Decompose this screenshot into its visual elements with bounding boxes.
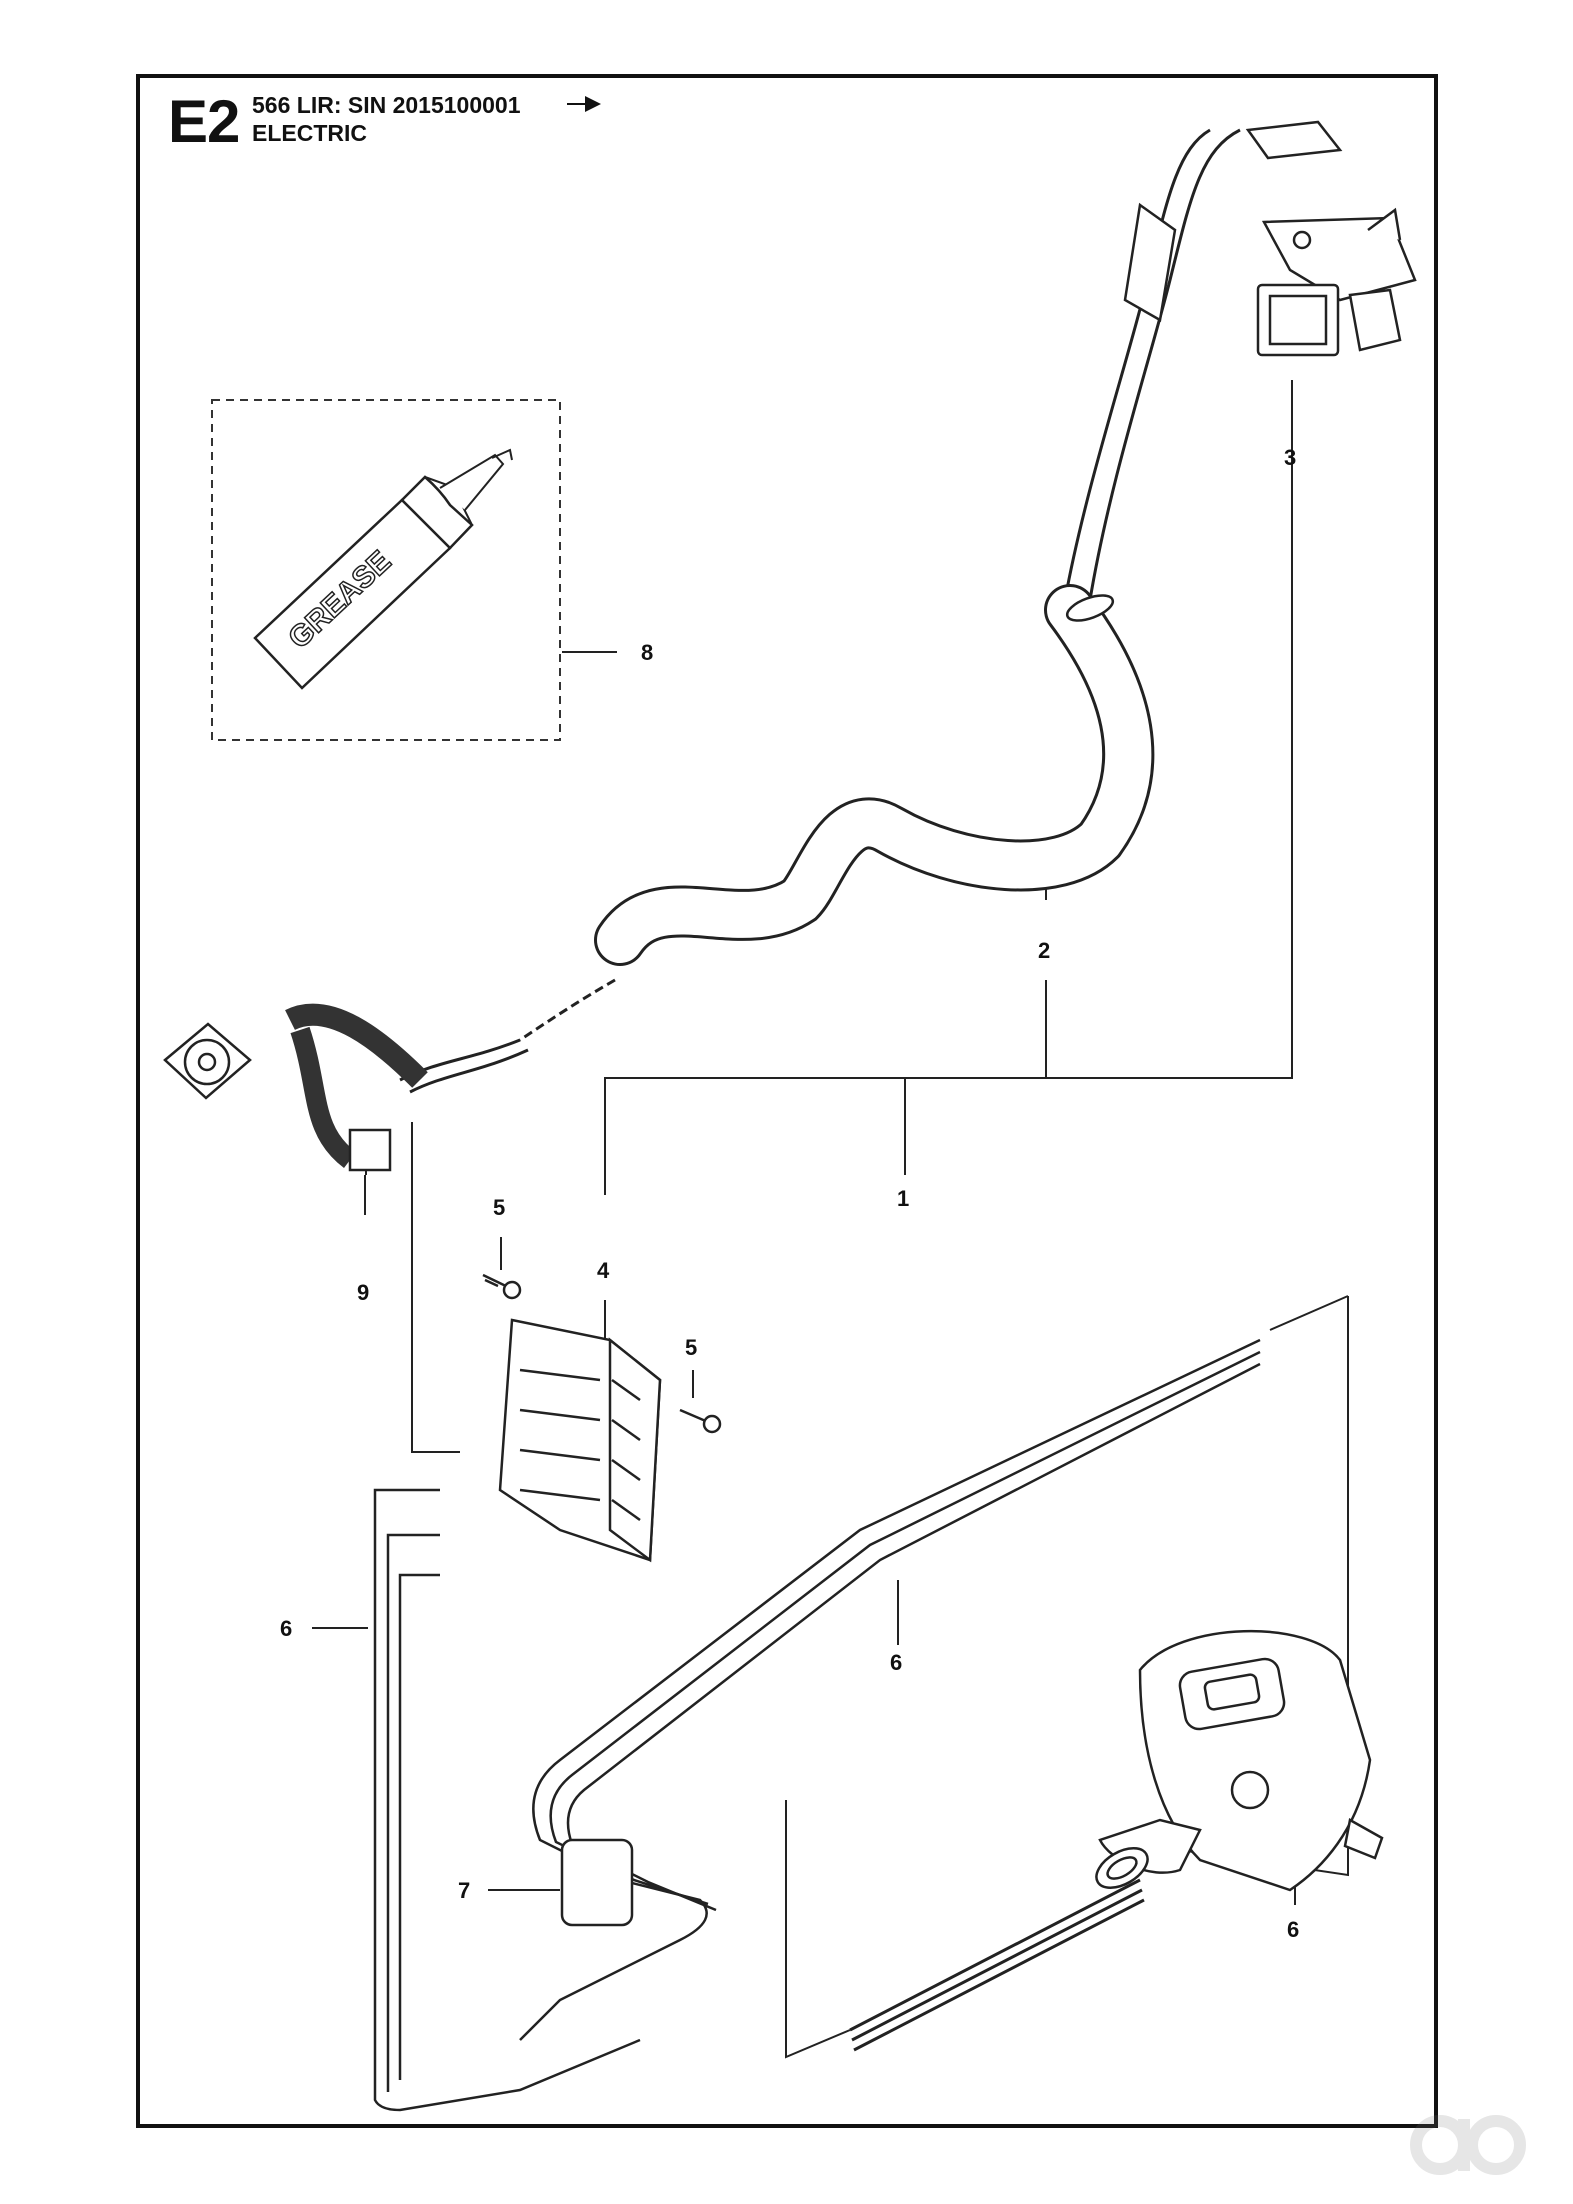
callout-3: 3 xyxy=(1284,445,1296,470)
callout-7: 7 xyxy=(458,1878,470,1903)
callout-1: 1 xyxy=(897,1186,909,1211)
leader-lines xyxy=(312,380,1349,2059)
motor-head-part xyxy=(1095,1630,1384,1892)
model-serial-line: 566 LIR: SIN 2015100001 xyxy=(252,92,521,118)
callout-6-middle: 6 xyxy=(890,1650,902,1675)
brand-logo-icon xyxy=(1410,2115,1526,2175)
arrow-right-icon xyxy=(567,96,601,112)
section-title: ELECTRIC xyxy=(252,120,367,146)
callout-4: 4 xyxy=(597,1258,610,1283)
section-code: E2 xyxy=(168,88,240,155)
lead-wires-part xyxy=(373,1338,1261,2112)
callout-labels: 1 2 3 4 5 5 6 6 6 7 8 9 xyxy=(280,445,1299,1942)
callout-2: 2 xyxy=(1038,938,1050,963)
callout-6-left: 6 xyxy=(280,1616,292,1641)
callout-5-right: 5 xyxy=(685,1335,697,1360)
diagram-frame xyxy=(136,74,1438,2128)
grease-tube-part: GREASE xyxy=(211,399,561,741)
callout-6-right: 6 xyxy=(1287,1917,1299,1942)
callout-9: 9 xyxy=(357,1280,369,1305)
cable-hose-part xyxy=(399,128,1241,1094)
callout-8: 8 xyxy=(641,640,653,665)
callout-5-upper: 5 xyxy=(493,1195,505,1220)
fan-ribbon-part xyxy=(163,1003,428,1172)
connector-assembly-part xyxy=(1123,120,1417,357)
control-module-part xyxy=(482,1273,722,1563)
